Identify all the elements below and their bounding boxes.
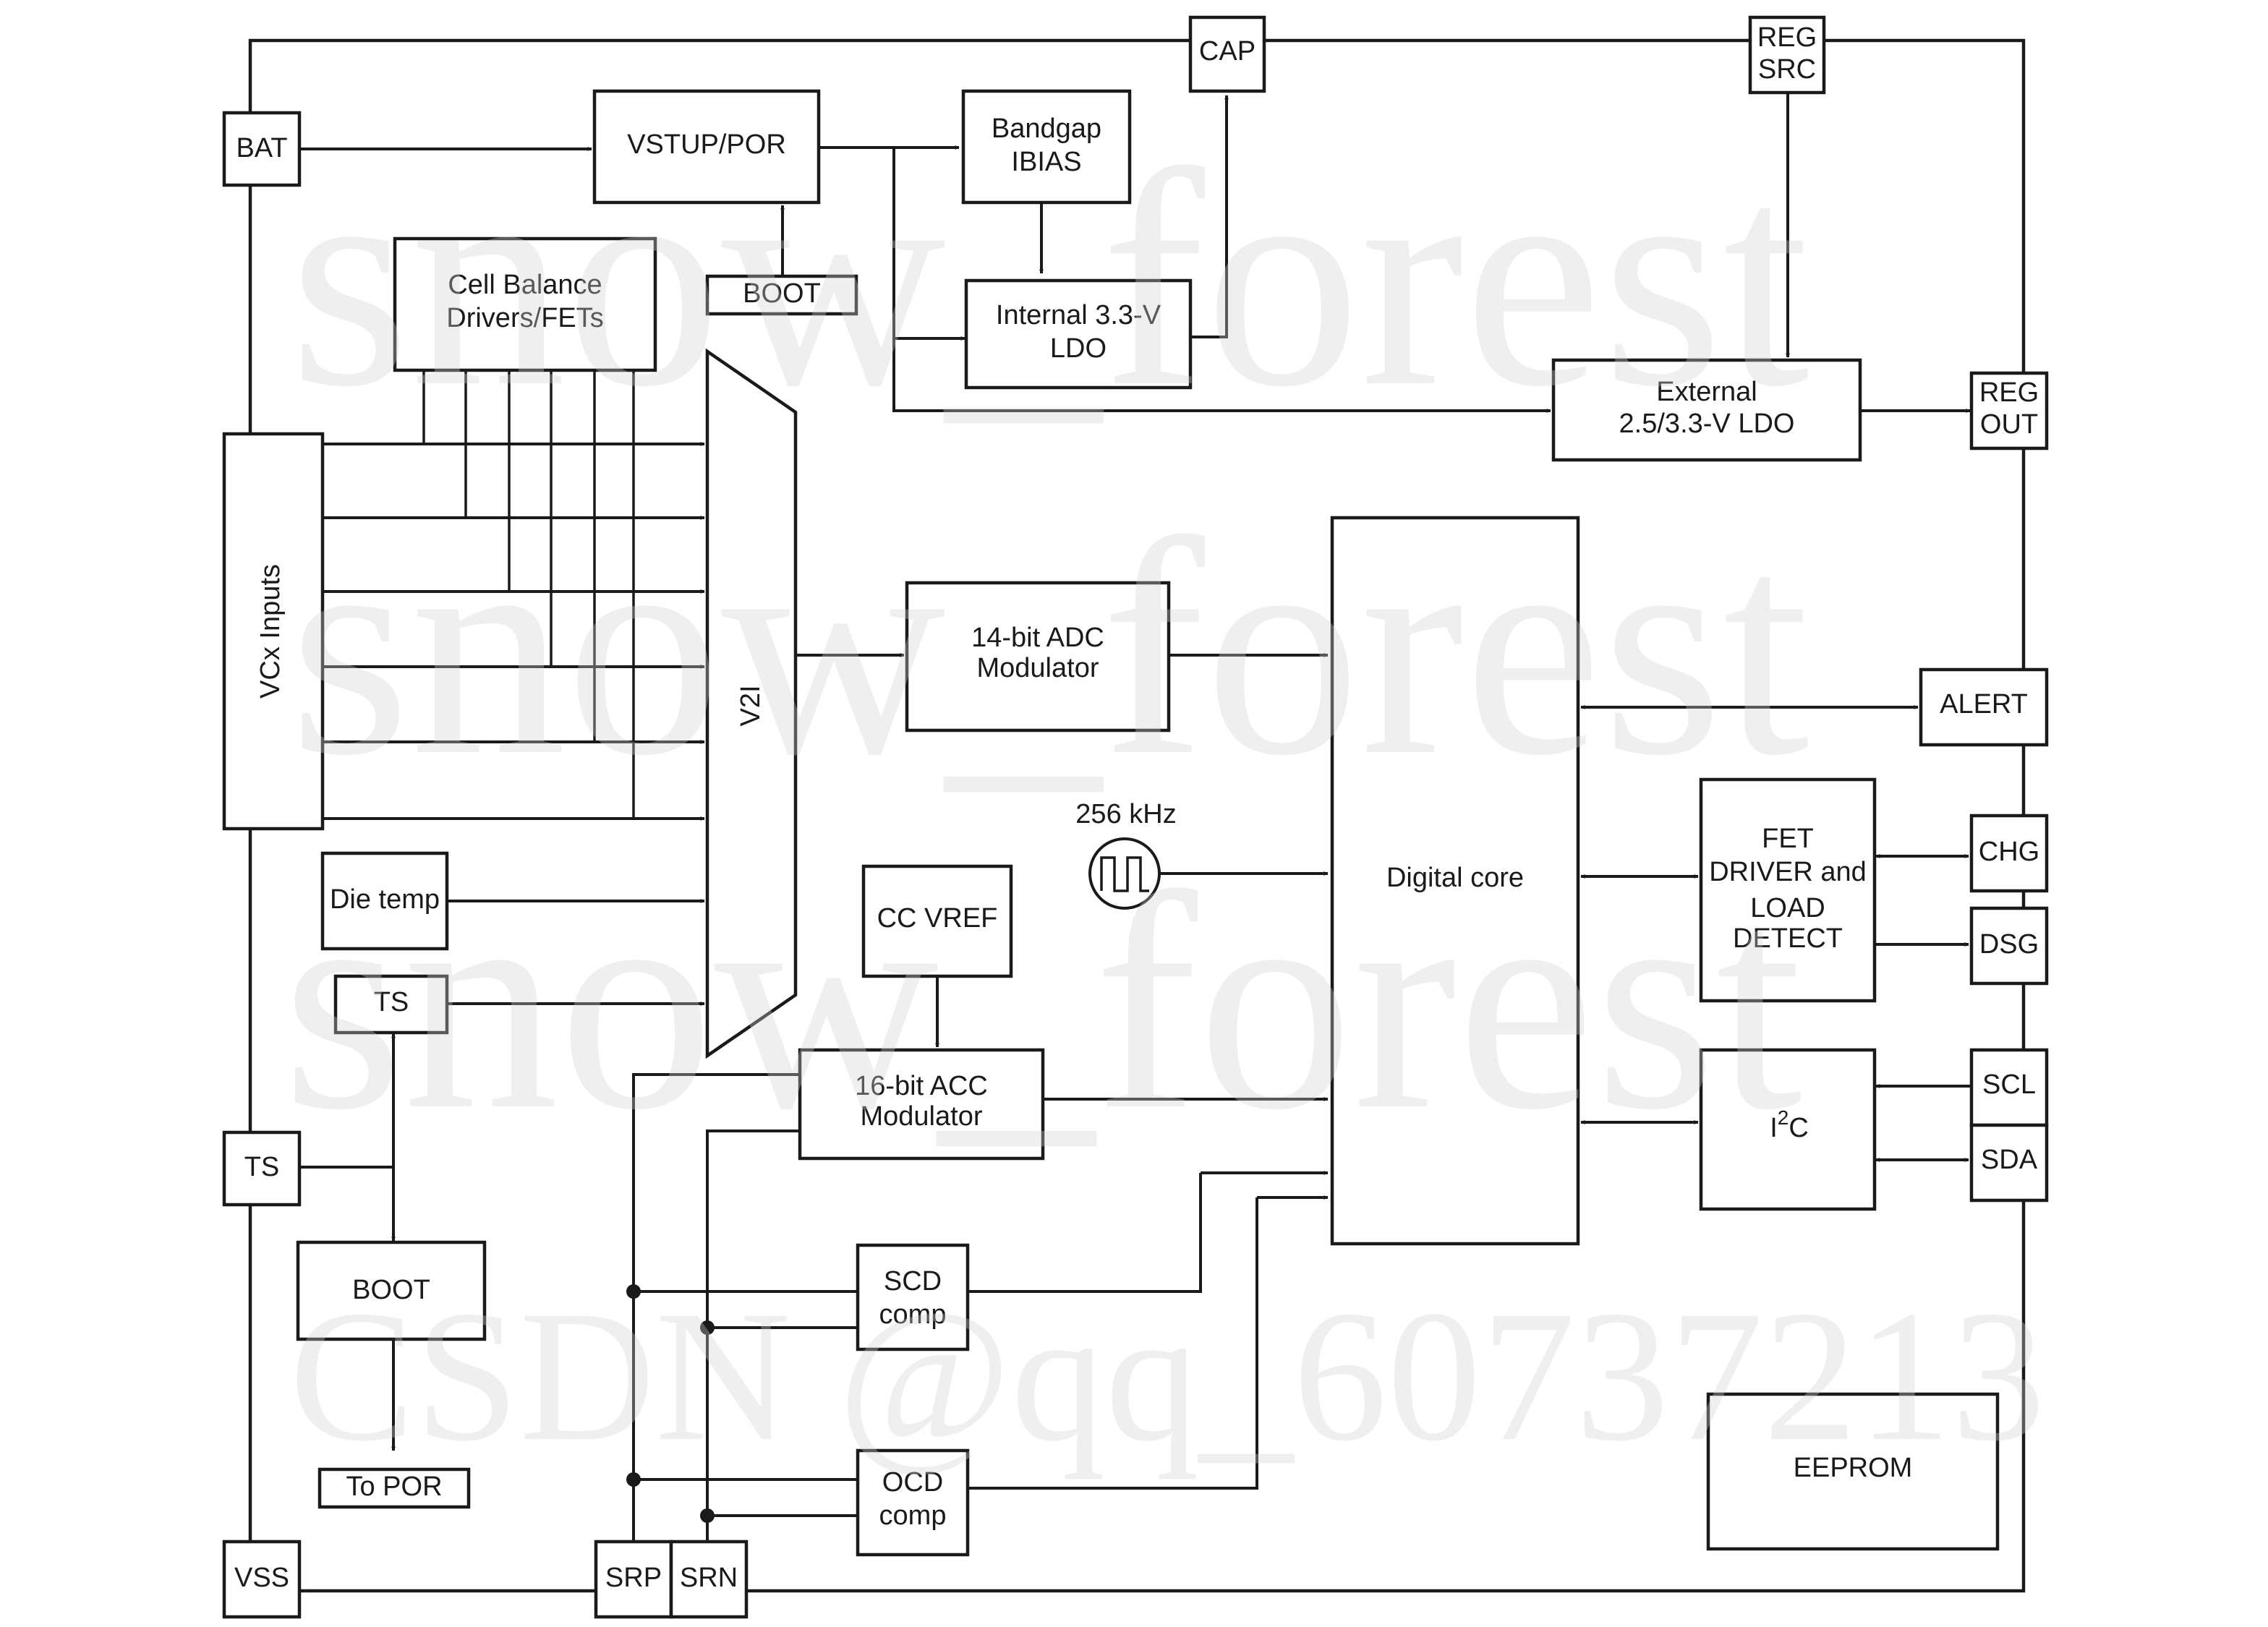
block-bandgap: Bandgap IBIAS [961, 89, 1132, 205]
pin-srn: SRN [669, 1540, 749, 1619]
block-eeprom: EEPROM [1706, 1392, 2000, 1551]
pin-ts-left-label: TS [244, 1152, 280, 1182]
pin-reg-out-label-2: OUT [1980, 409, 2038, 440]
pin-reg-src: REG SRC [1748, 15, 1826, 95]
block-cc-vref: CC VREF [861, 864, 1013, 978]
pin-bat: BAT [222, 111, 302, 187]
block-scd-comp: SCD comp [856, 1243, 970, 1351]
pin-scl: SCL [1969, 1048, 2049, 1127]
pin-ts-left: TS [222, 1130, 302, 1207]
to-por-label: To POR [346, 1472, 442, 1502]
pin-reg-src-label-2: SRC [1758, 54, 1816, 85]
pin-vss: VSS [222, 1540, 302, 1619]
adc-label-1: 14-bit ADC [971, 623, 1104, 653]
i2c-label: I2C [1770, 1106, 1809, 1143]
pin-srn-label: SRN [680, 1563, 738, 1593]
block-adc-modulator: 14-bit ADC Modulator [905, 581, 1171, 733]
pin-reg-src-label-1: REG [1757, 22, 1817, 53]
pin-scl-label: SCL [1982, 1069, 2036, 1100]
die-temp-label: Die temp [330, 884, 440, 915]
pin-vss-label: VSS [234, 1563, 289, 1593]
cell-balance-label-2: Drivers/FETs [446, 303, 603, 333]
v2i-label: V2I [736, 685, 766, 726]
vstup-label: VSTUP/POR [627, 129, 786, 160]
bandgap-label-1: Bandgap [992, 114, 1101, 144]
bandgap-label-2: IBIAS [1011, 147, 1081, 177]
pin-srp-label: SRP [605, 1563, 662, 1593]
pin-vcx-inputs: VCx Inputs [222, 432, 325, 831]
block-i2c: I2C [1699, 1048, 1877, 1211]
boot-big-label: BOOT [352, 1275, 430, 1305]
clock-icon [1088, 837, 1161, 910]
acc-label-1: 16-bit ACC [855, 1071, 988, 1101]
cc-vref-label: CC VREF [877, 903, 998, 934]
block-ocd-comp: OCD comp [856, 1448, 970, 1557]
digital-core-label: Digital core [1386, 863, 1524, 893]
acc-label-2: Modulator [861, 1101, 983, 1132]
i2c-label-sup: 2 [1778, 1106, 1789, 1129]
boot-small-label: BOOT [743, 278, 821, 309]
ext-ldo-label-2: 2.5/3.3-V LDO [1619, 409, 1795, 439]
wires [299, 93, 1971, 1542]
square-wave-icon [1100, 856, 1149, 892]
ldo-int-label-1: Internal 3.3-V [996, 300, 1161, 330]
adc-label-2: Modulator [977, 653, 1099, 683]
fet-label-2: DRIVER and [1709, 857, 1867, 887]
ocd-label-1: OCD [882, 1467, 943, 1498]
pin-reg-out-label-1: REG [1979, 377, 2039, 408]
pin-vcx-label: VCx Inputs [255, 564, 286, 699]
fet-label-1: FET [1762, 824, 1814, 854]
clock-256khz: 256 kHz [1075, 799, 1177, 910]
pin-cap-label: CAP [1199, 36, 1256, 67]
pin-dsg-label: DSG [1979, 929, 2039, 960]
pin-sda: SDA [1969, 1123, 2049, 1203]
fet-label-3: LOAD [1750, 893, 1825, 923]
block-to-por: To POR [317, 1467, 471, 1509]
block-cell-balance: Cell Balance Drivers/FETs [393, 236, 657, 372]
block-fet-driver: FET DRIVER and LOAD DETECT [1699, 777, 1877, 1003]
pin-srp: SRP [594, 1540, 673, 1619]
block-ts-inner: TS [333, 974, 449, 1035]
scd-label-2: comp [879, 1299, 947, 1330]
fet-label-4: DETECT [1733, 923, 1843, 954]
scd-label-1: SCD [884, 1266, 942, 1297]
ocd-label-2: comp [879, 1500, 947, 1531]
block-boot-big: BOOT [296, 1240, 487, 1341]
cell-balance-label-1: Cell Balance [448, 270, 602, 300]
clock-label: 256 kHz [1075, 799, 1176, 829]
block-external-ldo: External 2.5/3.3-V LDO [1551, 358, 1862, 462]
block-digital-core: Digital core [1330, 516, 1580, 1246]
pin-bat-label: BAT [236, 133, 287, 163]
pin-alert-label: ALERT [1940, 689, 2028, 719]
ts-inner-label: TS [374, 987, 409, 1017]
i2c-label-main: I [1770, 1113, 1778, 1143]
pin-chg: CHG [1969, 814, 2049, 893]
pin-dsg: DSG [1969, 906, 2049, 986]
i2c-label-end: C [1789, 1113, 1808, 1143]
pin-cap: CAP [1188, 15, 1266, 93]
eeprom-label: EEPROM [1794, 1453, 1913, 1483]
block-v2i: V2I [705, 348, 798, 1059]
block-internal-ldo: Internal 3.3-V LDO [964, 278, 1193, 390]
ldo-int-label-2: LDO [1050, 333, 1107, 364]
block-die-temp: Die temp [320, 851, 449, 951]
pin-chg-label: CHG [1979, 837, 2039, 867]
pin-sda-label: SDA [1981, 1145, 2038, 1175]
block-vstup-por: VSTUP/POR [592, 89, 821, 205]
block-boot-small: BOOT [705, 274, 858, 316]
ext-ldo-label-1: External [1656, 377, 1757, 407]
pin-reg-out: REG OUT [1969, 371, 2049, 450]
pin-alert: ALERT [1919, 667, 2049, 747]
block-acc-modulator: 16-bit ACC Modulator [798, 1048, 1045, 1161]
